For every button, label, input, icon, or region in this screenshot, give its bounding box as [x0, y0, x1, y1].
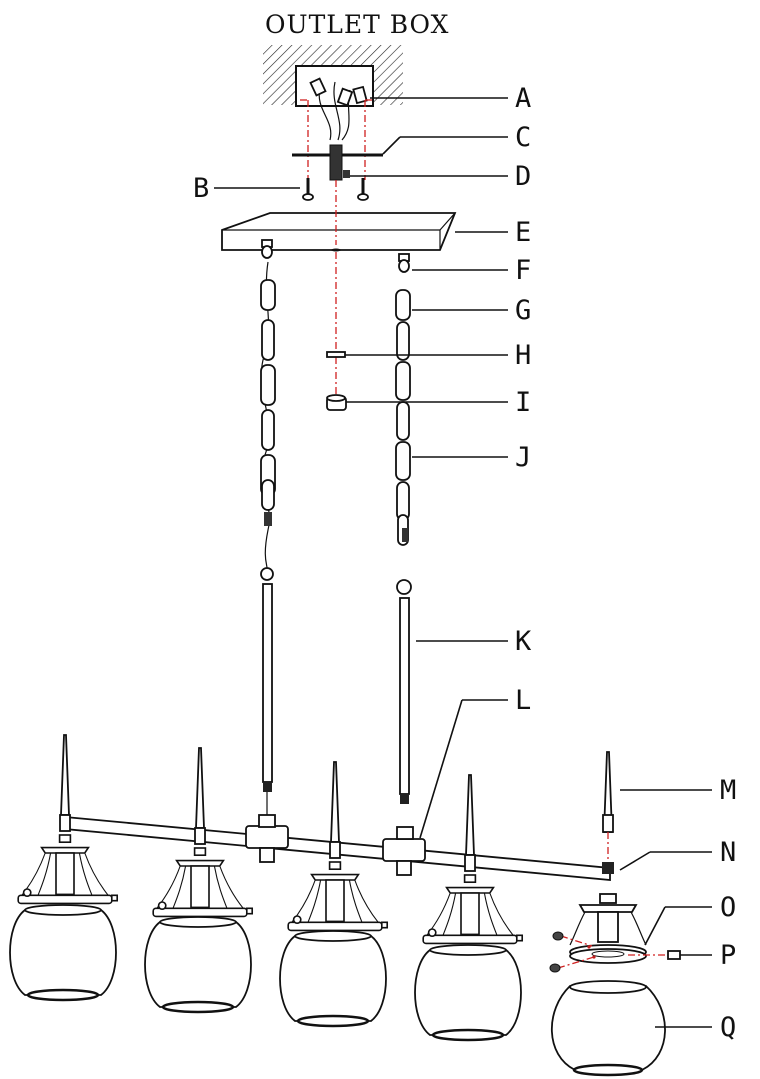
exploded-lamp — [549, 751, 681, 1077]
label-o: O — [720, 892, 736, 923]
down-rod-left — [260, 567, 274, 815]
label-k: K — [515, 626, 532, 657]
mounting-screw-right — [357, 178, 369, 201]
label-n: N — [720, 837, 736, 868]
lamp-1 — [8, 734, 119, 1002]
canopy-loop-right — [398, 253, 410, 273]
cap-nut-i — [326, 394, 347, 411]
label-f: F — [515, 255, 531, 286]
set-screw-lower — [549, 963, 561, 973]
label-p: P — [720, 940, 736, 971]
label-e: E — [515, 217, 531, 248]
label-g: G — [515, 295, 531, 326]
label-b: B — [193, 173, 209, 204]
label-i: I — [515, 387, 531, 418]
label-d: D — [515, 161, 531, 192]
label-a: A — [515, 83, 531, 114]
set-screw-left — [552, 931, 564, 941]
label-j: J — [515, 442, 531, 473]
label-m: M — [720, 775, 736, 806]
lamp-holder-n — [602, 862, 614, 874]
down-rod-right — [396, 579, 412, 804]
label-q: Q — [720, 1012, 736, 1043]
chain-right — [395, 289, 411, 546]
hub-left — [245, 814, 289, 863]
label-l: L — [515, 685, 531, 716]
threaded-nipple — [329, 144, 343, 181]
glass-shade-q — [550, 980, 666, 1077]
lamp-4 — [413, 774, 524, 1042]
cord-grip-h — [326, 351, 346, 358]
leader-lines — [214, 97, 712, 1028]
label-c: C — [515, 122, 531, 153]
lamp-2 — [143, 747, 254, 1014]
canopy-loop-left — [261, 239, 273, 259]
set-screw-p — [667, 950, 681, 960]
lamp-3 — [278, 761, 389, 1028]
chain-left — [260, 261, 276, 571]
label-h: H — [515, 340, 531, 371]
outlet-box — [263, 45, 403, 141]
ground-screw — [343, 170, 350, 178]
hub-right — [382, 826, 426, 876]
mounting-screw-left — [302, 178, 314, 201]
outlet-box-title: OUTLET BOX — [265, 10, 449, 39]
canopy — [221, 212, 457, 251]
